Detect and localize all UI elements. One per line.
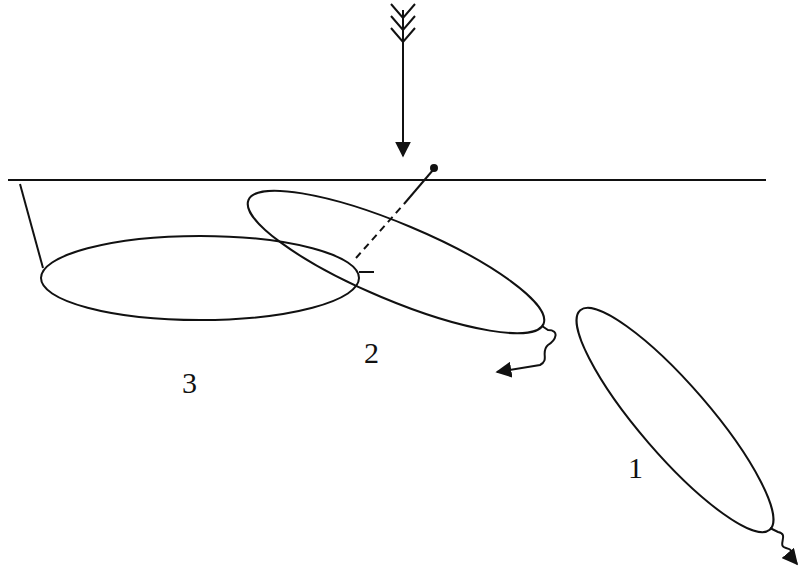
- cell-1: [554, 287, 797, 564]
- callout-number: 3: [182, 368, 197, 398]
- callout-number: 2: [364, 338, 379, 368]
- cell-2: [234, 165, 558, 372]
- cell-3: [20, 184, 374, 320]
- callout-number: 1: [628, 453, 643, 483]
- incident-arrow: [391, 4, 415, 156]
- surface-line: [8, 179, 766, 181]
